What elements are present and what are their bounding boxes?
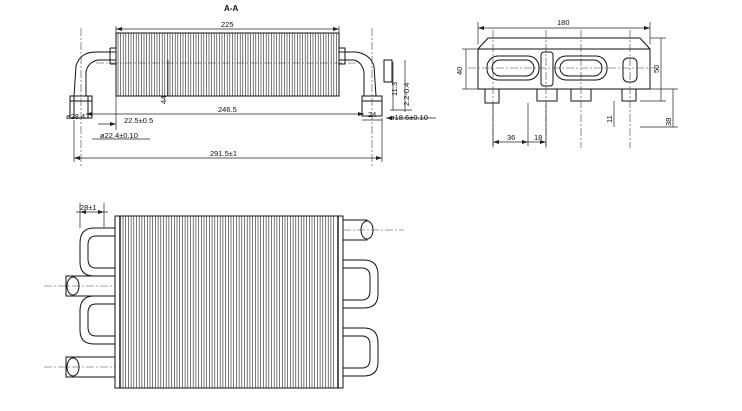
end-body [477,48,651,90]
dim-291-5: 291.5±1 [210,149,237,158]
dim-44: 44 [159,96,168,104]
end-top-chamfer [477,37,651,50]
dim-18: 18 [534,133,542,142]
dim-diam-18-6: ø18.6±0.10 [390,113,428,122]
right-bend-inner [339,59,365,96]
plan-fins [122,216,334,388]
dim-50: 50 [652,65,661,73]
end-view: 180 40 50 38 36 18 11 [455,18,678,148]
dim-diam-28-4: ø28.4 [66,112,85,121]
side-fins [117,33,337,96]
left-bend-inner [85,59,116,96]
left-bend-outer [73,51,116,97]
dim-22-5: 22.5±0.5 [124,116,153,125]
dim-diam-22-4: ø22.4±0.10 [100,131,138,140]
plan-view: 28±1 [44,203,404,389]
right-collar [339,47,346,65]
end-nozzle-1 [484,88,500,104]
dim-11-3: 11.3 [390,82,399,96]
dim-40: 40 [455,67,464,75]
right-bend-outer [339,51,377,97]
dim-180: 180 [557,18,570,27]
left-bend-1 [79,227,115,277]
plan-fin-block [114,215,344,389]
dim-225: 225 [221,20,234,29]
dim-24: 24 [368,110,376,119]
dim-28: 28±1 [80,203,97,212]
end-nozzle-2 [536,88,558,102]
end-nozzle-4 [621,88,637,102]
right-bend-2 [343,327,379,377]
section-label: A-A [224,4,238,13]
left-collar [109,47,116,65]
left-bend-2 [79,295,115,345]
dim-38: 38 [664,118,673,126]
side-view: A-A 225 44 [66,4,436,168]
dim-246-5: 246.5 [218,105,237,114]
dim-11: 11 [605,115,614,123]
dim-2-2: 2.2-0.4 [402,83,411,106]
right-nipple [383,59,393,83]
dim-36: 36 [507,133,515,142]
right-bend-1 [343,259,379,309]
